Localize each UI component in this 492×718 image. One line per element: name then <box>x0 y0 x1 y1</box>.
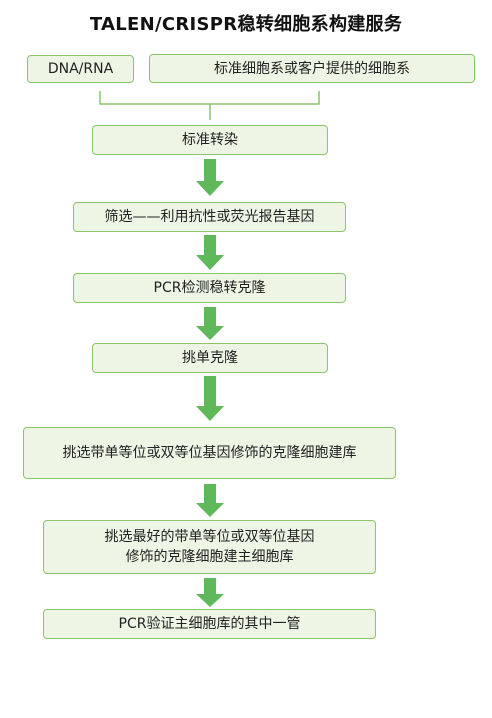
input-dna-rna-label: DNA/RNA <box>47 61 114 77</box>
arrow-down-icon <box>196 376 224 421</box>
step-master-bank-line2: 修饰的克隆细胞建主细胞库 <box>125 549 294 565</box>
step-pcr-detection-label: PCR检测稳转克隆 <box>153 280 266 296</box>
step-pcr-verification-label: PCR验证主细胞库的其中一管 <box>118 616 301 632</box>
step-clone-library-label: 挑选带单等位或双等位基因修饰的克隆细胞建库 <box>62 445 357 461</box>
step-selection: 筛选——利用抗性或荧光报告基因 <box>73 202 346 232</box>
diagram-title: TALEN/CRISPR稳转细胞系构建服务 <box>89 14 403 35</box>
arrow-down-icon <box>196 484 224 517</box>
input-cell-line-label: 标准细胞系或客户提供的细胞系 <box>214 60 410 77</box>
step-single-clone-label: 挑单克隆 <box>182 350 238 366</box>
input-dna-rna: DNA/RNA <box>27 55 134 83</box>
step-transfection: 标准转染 <box>92 125 328 155</box>
step-pcr-verification: PCR验证主细胞库的其中一管 <box>43 609 376 639</box>
step-selection-label: 筛选——利用抗性或荧光报告基因 <box>104 209 315 225</box>
arrow-down-icon <box>196 235 224 270</box>
step-single-clone: 挑单克隆 <box>92 343 328 373</box>
arrow-down-icon <box>196 307 224 340</box>
step-pcr-detection: PCR检测稳转克隆 <box>73 273 346 303</box>
step-transfection-label: 标准转染 <box>182 132 238 148</box>
arrow-down-icon <box>196 578 224 607</box>
step-clone-library: 挑选带单等位或双等位基因修饰的克隆细胞建库 <box>23 427 396 479</box>
step-master-bank-line1: 挑选最好的带单等位或双等位基因 <box>104 529 315 545</box>
step-master-bank: 挑选最好的带单等位或双等位基因 修饰的克隆细胞建主细胞库 <box>43 520 376 574</box>
arrow-down-icon <box>196 159 224 196</box>
input-cell-line: 标准细胞系或客户提供的细胞系 <box>149 54 475 83</box>
